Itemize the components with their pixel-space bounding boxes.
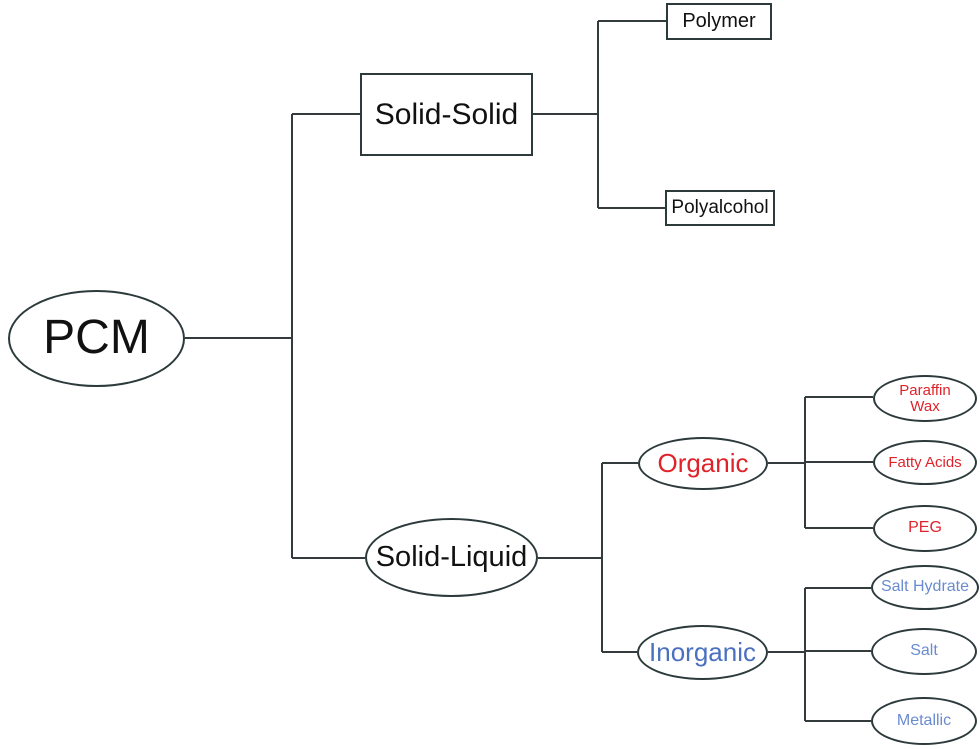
node-pcm-label: PCM — [43, 311, 150, 365]
node-inorganic: Inorganic — [637, 625, 768, 680]
node-metallic-label: Metallic — [896, 711, 952, 729]
node-solid-liquid: Solid-Liquid — [365, 518, 538, 597]
node-peg-label: PEG — [908, 519, 942, 537]
node-paraffin-wax: Paraffin Wax — [873, 375, 977, 422]
node-peg: PEG — [873, 505, 977, 552]
connector-solid-solid-branch — [533, 20, 666, 209]
node-paraffin-wax-label: Paraffin Wax — [899, 381, 951, 415]
node-organic-label: Organic — [657, 447, 749, 478]
node-solid-solid-label: Solid-Solid — [374, 97, 519, 131]
node-metallic: Metallic — [871, 697, 977, 745]
node-fatty-acids: Fatty Acids — [873, 440, 977, 485]
connector-organic-branch — [768, 396, 873, 529]
node-polyalcohol: Polyalcohol — [665, 190, 775, 226]
node-salt-label: Salt — [910, 642, 938, 660]
node-inorganic-label: Inorganic — [649, 636, 756, 667]
node-polymer: Polymer — [666, 3, 772, 40]
node-solid-solid: Solid-Solid — [360, 73, 533, 156]
node-polymer-label: Polymer — [682, 10, 756, 32]
node-polyalcohol-label: Polyalcohol — [671, 197, 769, 219]
node-fatty-acids-label: Fatty Acids — [888, 453, 962, 471]
node-organic: Organic — [638, 437, 768, 490]
connector-inorganic-branch — [768, 587, 871, 722]
node-pcm: PCM — [8, 290, 185, 387]
node-solid-liquid-label: Solid-Liquid — [375, 541, 528, 574]
node-salt-hydrate-label: Salt Hydrate — [880, 578, 970, 596]
node-salt-hydrate: Salt Hydrate — [871, 565, 979, 610]
connector-solid-liquid-branch — [538, 462, 638, 653]
node-salt: Salt — [871, 628, 977, 675]
